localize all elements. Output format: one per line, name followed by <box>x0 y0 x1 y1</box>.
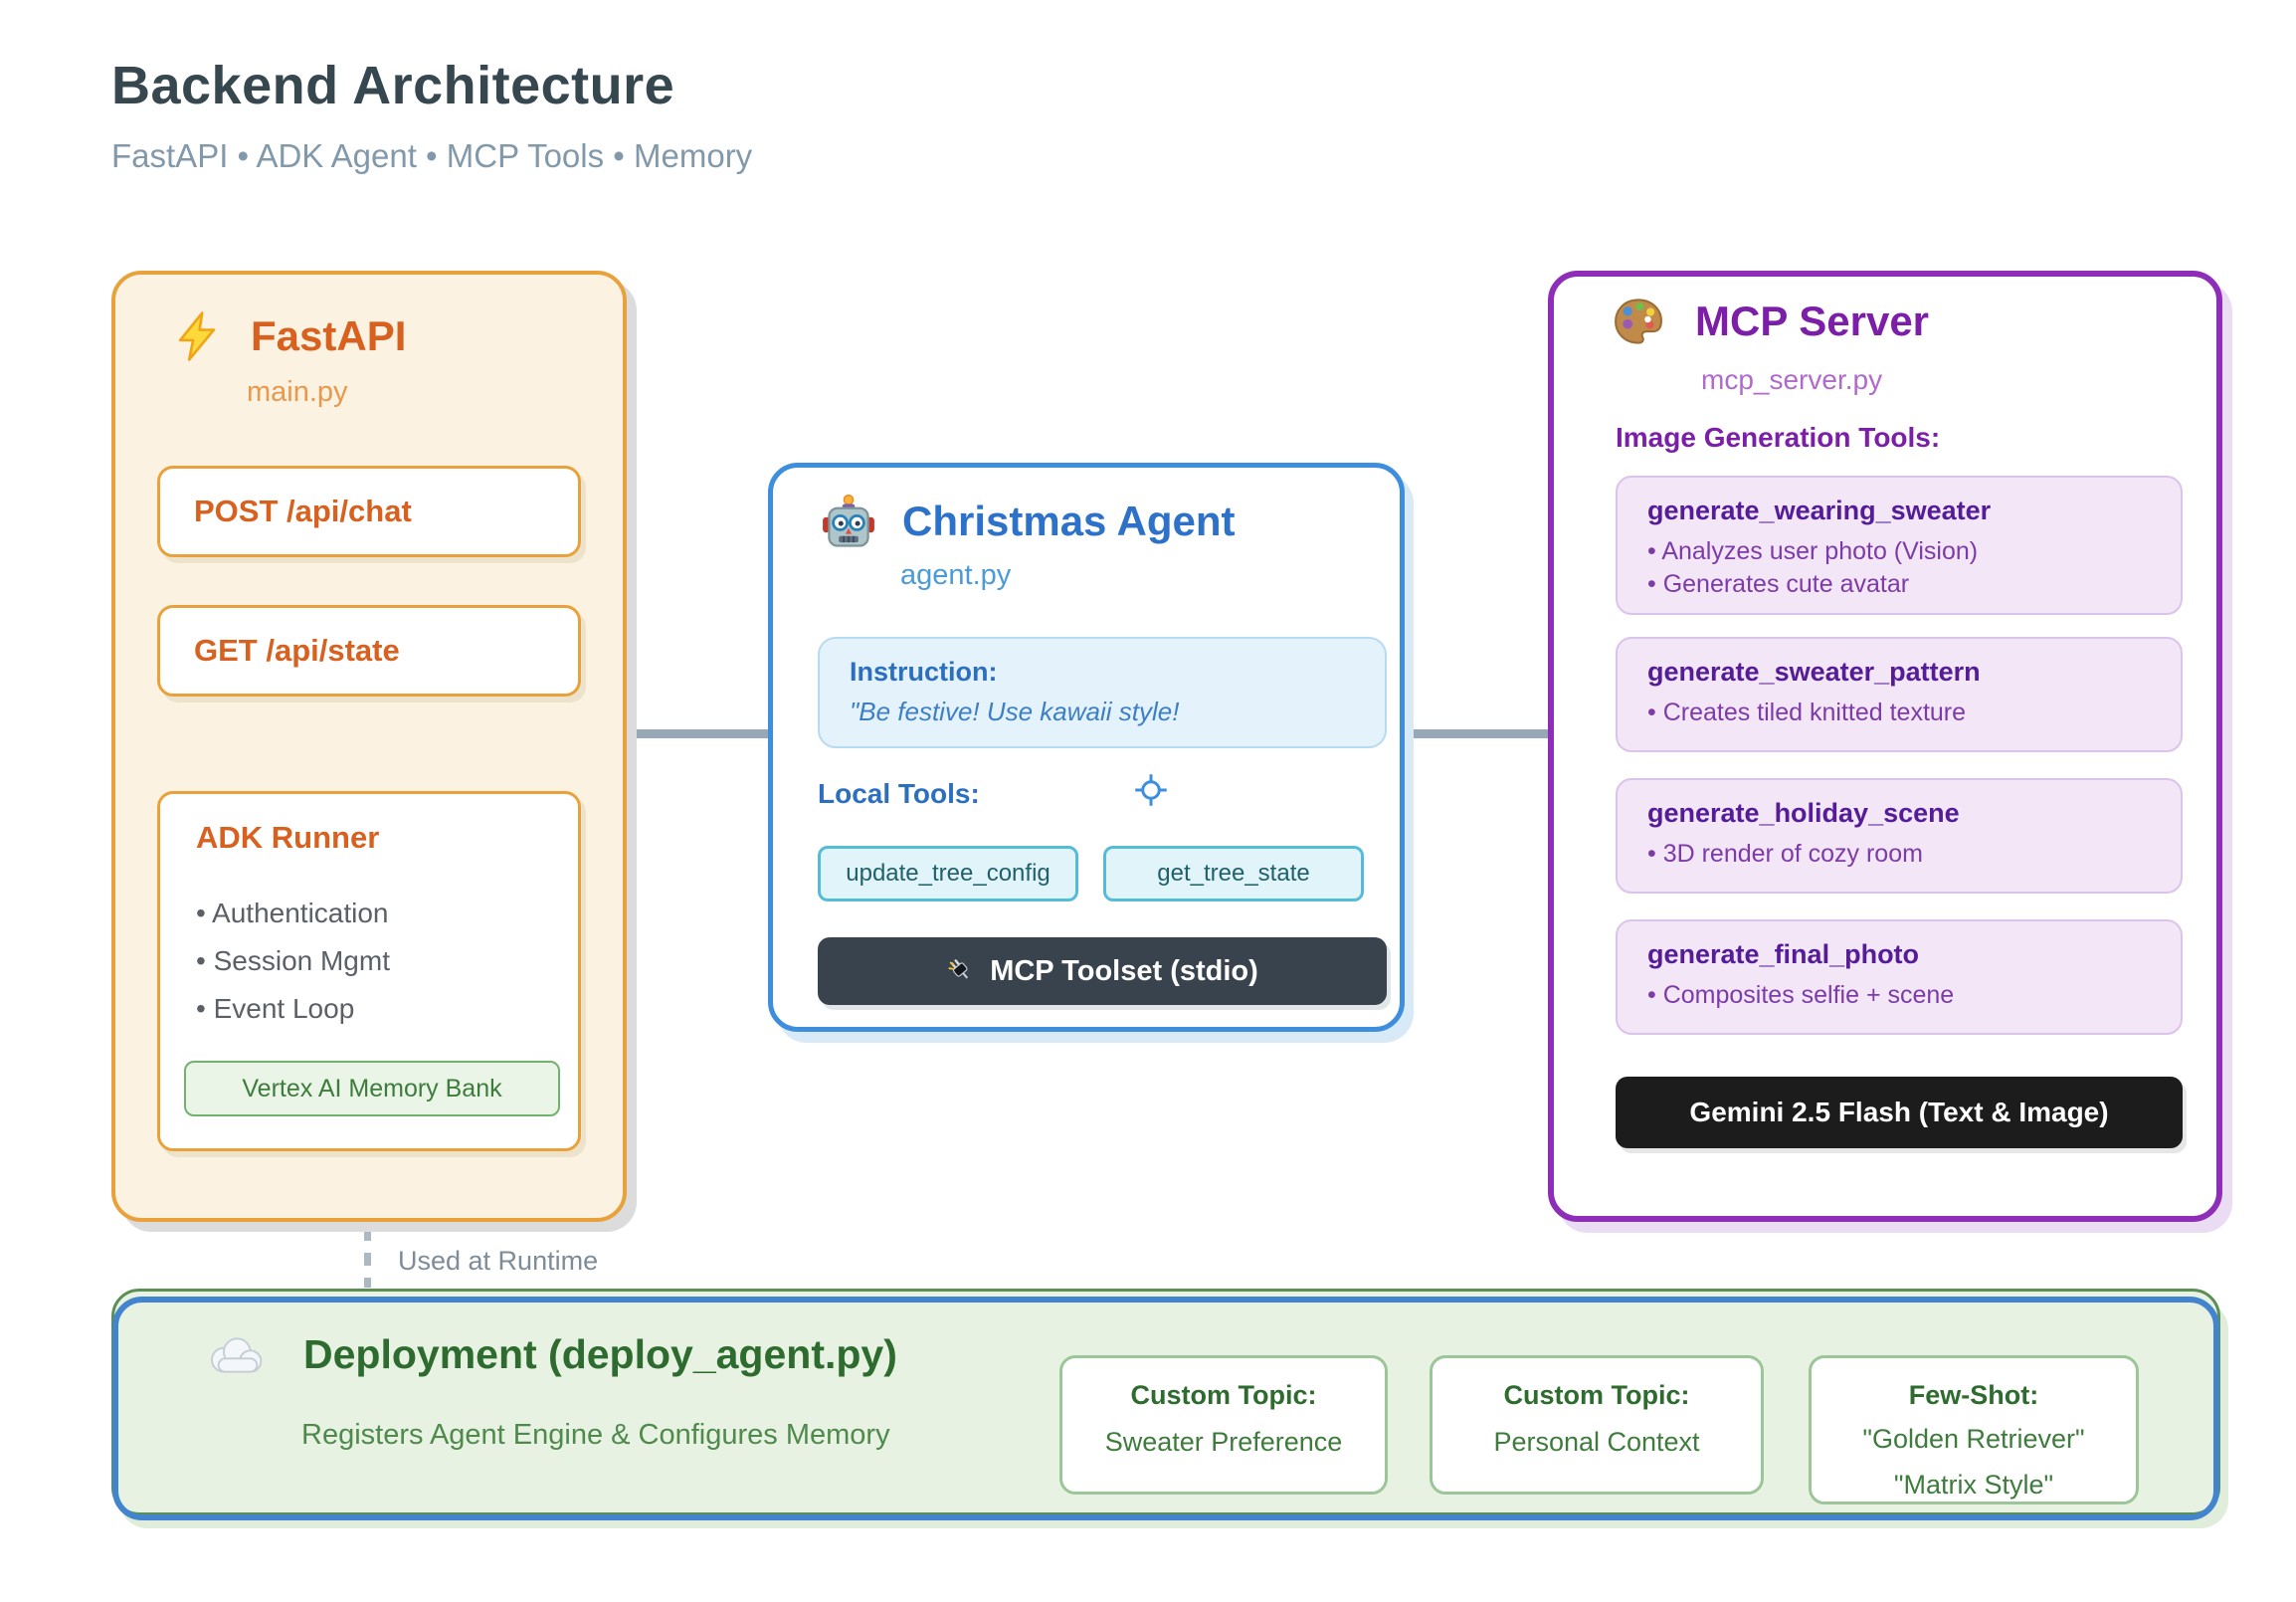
deploy-card-label: Custom Topic: <box>1503 1380 1690 1410</box>
deployment-title: Deployment (deploy_agent.py) <box>303 1331 897 1377</box>
mcp-server-box: MCP Server mcp_server.py Image Generatio… <box>1548 271 2222 1222</box>
mcp-header: MCP Server <box>1612 295 1929 348</box>
endpoint-post-api-chat: POST /api/chat <box>157 466 581 557</box>
adk-item-session-mgmt: Session Mgmt <box>196 937 390 985</box>
mcp-section-label: Image Generation Tools: <box>1616 422 1941 453</box>
local-tools-label: Local Tools: <box>818 778 980 809</box>
mcp-toolset-label: MCP Toolset (stdio) <box>990 954 1258 987</box>
robot-icon <box>821 494 876 549</box>
connector-fastapi-agent <box>625 729 774 738</box>
agent-header: Christmas Agent <box>821 494 1236 549</box>
deploy-card-value: "Golden Retriever" <box>1862 1424 2085 1454</box>
adk-item-authentication: Authentication <box>196 890 390 937</box>
deployment-header: Deployment (deploy_agent.py) <box>204 1331 897 1378</box>
adk-item-event-loop: Event Loop <box>196 985 390 1033</box>
deploy-card-value: "Matrix Style" <box>1893 1470 2054 1500</box>
mcp-tool-bullets: Analyzes user photo (Vision) Generates c… <box>1647 535 1978 601</box>
connector-agent-mcp <box>1401 729 1554 738</box>
deploy-card-value: Sweater Preference <box>1104 1427 1343 1457</box>
deployment-box: Deployment (deploy_agent.py) Registers A… <box>111 1289 2220 1520</box>
tool-pill-get-tree-state: get_tree_state <box>1103 846 1364 901</box>
deploy-card-label: Custom Topic: <box>1130 1380 1317 1410</box>
fastapi-title: FastAPI <box>251 312 407 359</box>
mcp-tool-bullet: Analyzes user photo (Vision) <box>1647 535 1978 568</box>
lightning-icon <box>171 310 223 362</box>
adk-runner-card: ADK Runner Authentication Session Mgmt E… <box>157 791 581 1151</box>
mcp-tool-card-generate-sweater-pattern: generate_sweater_pattern Creates tiled k… <box>1616 637 2183 752</box>
mcp-title: MCP Server <box>1695 298 1930 344</box>
deploy-card-custom-topic-sweater: Custom Topic: Sweater Preference <box>1059 1355 1388 1495</box>
fastapi-header: FastAPI <box>171 310 406 362</box>
deploy-card-label: Few-Shot: <box>1908 1380 2039 1410</box>
mcp-tool-card-generate-wearing-sweater: generate_wearing_sweater Analyzes user p… <box>1616 476 2183 615</box>
instruction-label: Instruction: <box>850 657 998 687</box>
mcp-filename: mcp_server.py <box>1701 364 1883 395</box>
mcp-tool-bullets: Creates tiled knitted texture <box>1647 697 1966 729</box>
vertex-memory-bank-pill: Vertex AI Memory Bank <box>184 1061 560 1116</box>
mcp-tool-bullet: 3D render of cozy room <box>1647 838 1923 871</box>
mcp-tool-name: generate_holiday_scene <box>1647 798 1960 828</box>
mcp-tool-name: generate_sweater_pattern <box>1647 657 1981 687</box>
deploy-card-custom-topic-context: Custom Topic: Personal Context <box>1430 1355 1764 1495</box>
christmas-agent-box: Christmas Agent agent.py Instruction: "B… <box>768 463 1405 1032</box>
endpoint-get-api-state: GET /api/state <box>157 605 581 697</box>
page-title: Backend Architecture <box>111 56 675 115</box>
page-subtitle: FastAPI • ADK Agent • MCP Tools • Memory <box>111 137 753 174</box>
cloud-icon <box>204 1333 268 1377</box>
connector-runtime-dashed <box>364 1228 371 1288</box>
deploy-card-few-shot: Few-Shot: "Golden Retriever" "Matrix Sty… <box>1809 1355 2139 1504</box>
mcp-tool-bullet: Generates cute avatar <box>1647 568 1978 601</box>
agent-title: Christmas Agent <box>902 498 1236 544</box>
mcp-tool-name: generate_final_photo <box>1647 939 1920 969</box>
agent-filename: agent.py <box>900 559 1012 591</box>
mcp-tool-card-generate-final-photo: generate_final_photo Composites selfie +… <box>1616 919 2183 1035</box>
instruction-text: "Be festive! Use kawaii style! <box>850 697 1180 726</box>
plug-icon <box>946 956 976 986</box>
adk-runner-title: ADK Runner <box>196 820 380 855</box>
mcp-tool-name: generate_wearing_sweater <box>1647 496 1992 525</box>
gemini-model-button: Gemini 2.5 Flash (Text & Image) <box>1616 1077 2183 1148</box>
fastapi-filename: main.py <box>247 376 348 408</box>
runtime-label: Used at Runtime <box>398 1246 599 1276</box>
palette-icon <box>1612 295 1665 348</box>
adk-runner-list: Authentication Session Mgmt Event Loop <box>196 890 390 1033</box>
mcp-tool-card-generate-holiday-scene: generate_holiday_scene 3D render of cozy… <box>1616 778 2183 894</box>
deployment-subtitle: Registers Agent Engine & Configures Memo… <box>301 1419 890 1451</box>
mcp-tool-bullets: Composites selfie + scene <box>1647 979 1955 1012</box>
instruction-box: Instruction: "Be festive! Use kawaii sty… <box>818 637 1387 748</box>
tool-pill-update-tree-config: update_tree_config <box>818 846 1078 901</box>
crosshair-icon <box>1133 772 1169 808</box>
fastapi-box: FastAPI main.py POST /api/chat GET /api/… <box>111 271 627 1222</box>
deploy-card-value: Personal Context <box>1493 1427 1700 1457</box>
mcp-tool-bullet: Composites selfie + scene <box>1647 979 1955 1012</box>
mcp-toolset-button: MCP Toolset (stdio) <box>818 937 1387 1005</box>
mcp-tool-bullets: 3D render of cozy room <box>1647 838 1923 871</box>
mcp-tool-bullet: Creates tiled knitted texture <box>1647 697 1966 729</box>
